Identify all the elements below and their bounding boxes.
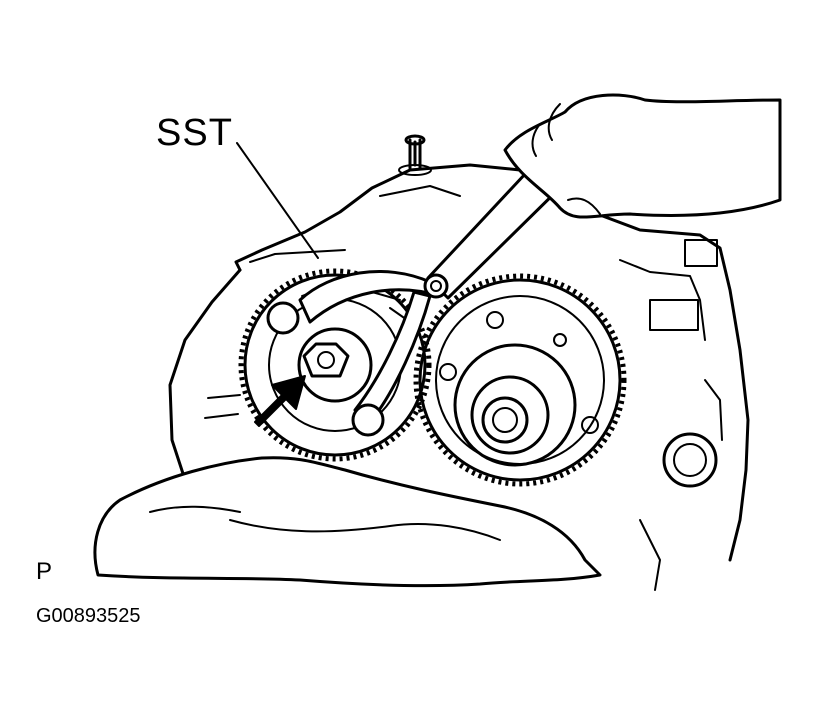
- figure-id-label: G00893525: [36, 605, 141, 627]
- cloth: [93, 456, 602, 588]
- right-camshaft-pulley: [413, 273, 627, 487]
- sst-holding-tool: [266, 156, 572, 437]
- sst-callout-label: SST: [156, 112, 233, 154]
- hand: [503, 93, 782, 219]
- direction-arrow: [254, 375, 306, 427]
- pulley-bolt: [302, 342, 350, 378]
- sst-leader-line: [236, 142, 319, 259]
- view-code-label: P: [36, 558, 53, 585]
